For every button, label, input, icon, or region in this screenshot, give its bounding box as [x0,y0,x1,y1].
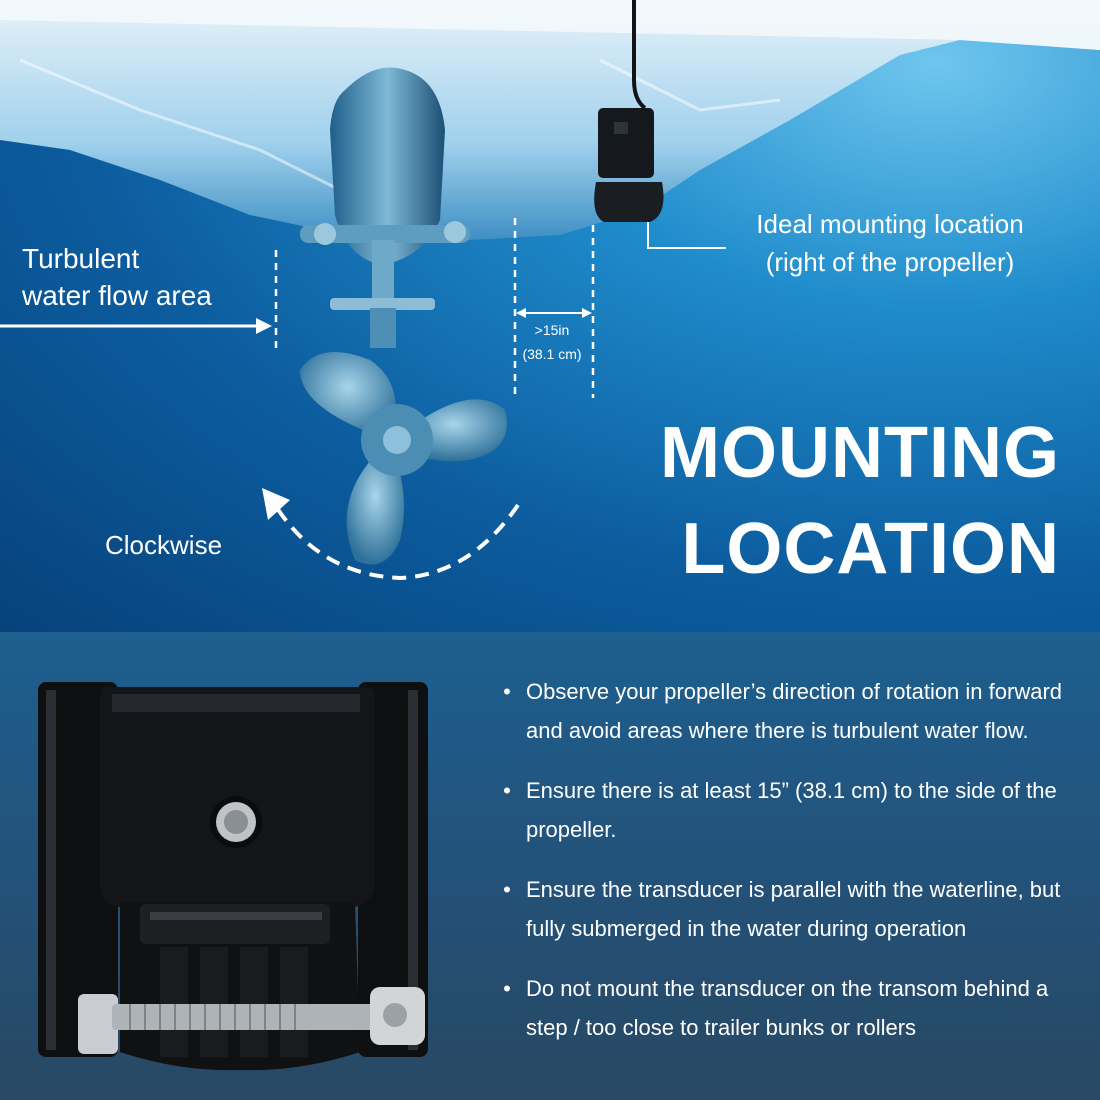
scene-illustration [0,0,1100,581]
mounting-bracket-icon [38,682,428,1071]
turbulent-label-line1: Turbulent [22,243,140,274]
list-item: • Ensure the transducer is parallel with… [498,870,1088,948]
distance-line1: >15in [534,322,570,338]
clockwise-label: Clockwise [105,530,223,560]
list-item: • Ensure there is at least 15” (38.1 cm)… [498,771,1088,849]
outboard-motor [300,67,470,348]
boat-hull [0,0,1100,240]
list-item: • Observe your propeller’s direction of … [498,672,1088,750]
bullet-mark: • [503,679,511,704]
headline: MOUNTING LOCATION [560,405,1060,597]
headline-line2: LOCATION [681,509,1060,589]
transducer-icon [594,0,664,222]
list-item-text: Ensure there is at least 15” (38.1 cm) t… [526,778,1057,842]
distance-label: >15in (38.1 cm) [512,318,592,366]
bullet-mark: • [503,976,511,1001]
instruction-list: • Observe your propeller’s direction of … [498,672,1088,1068]
ideal-location-label: Ideal mounting location (right of the pr… [740,205,1040,281]
ideal-label-line1: Ideal mounting location [756,209,1024,239]
bullet-mark: • [503,877,511,902]
list-item-text: Observe your propeller’s direction of ro… [526,679,1063,743]
turbulent-area-marker [0,218,595,398]
clockwise-arrow-icon [262,488,520,581]
instructions-panel: • Observe your propeller’s direction of … [0,632,1100,1100]
list-item-text: Do not mount the transducer on the trans… [526,976,1049,1040]
turbulent-label-line2: water flow area [22,280,212,311]
list-item-text: Ensure the transducer is parallel with t… [526,877,1061,941]
ideal-location-leader [647,222,726,249]
propeller-icon [300,352,507,565]
distance-line2: (38.1 cm) [522,346,582,362]
list-item: • Do not mount the transducer on the tra… [498,969,1088,1047]
turbulent-area-label: Turbulent water flow area [22,240,212,314]
bullet-mark: • [503,778,511,803]
headline-line1: MOUNTING [660,413,1060,493]
underwater-scene: Turbulent water flow area Ideal mounting… [0,0,1100,632]
ideal-label-line2: (right of the propeller) [765,247,1015,277]
